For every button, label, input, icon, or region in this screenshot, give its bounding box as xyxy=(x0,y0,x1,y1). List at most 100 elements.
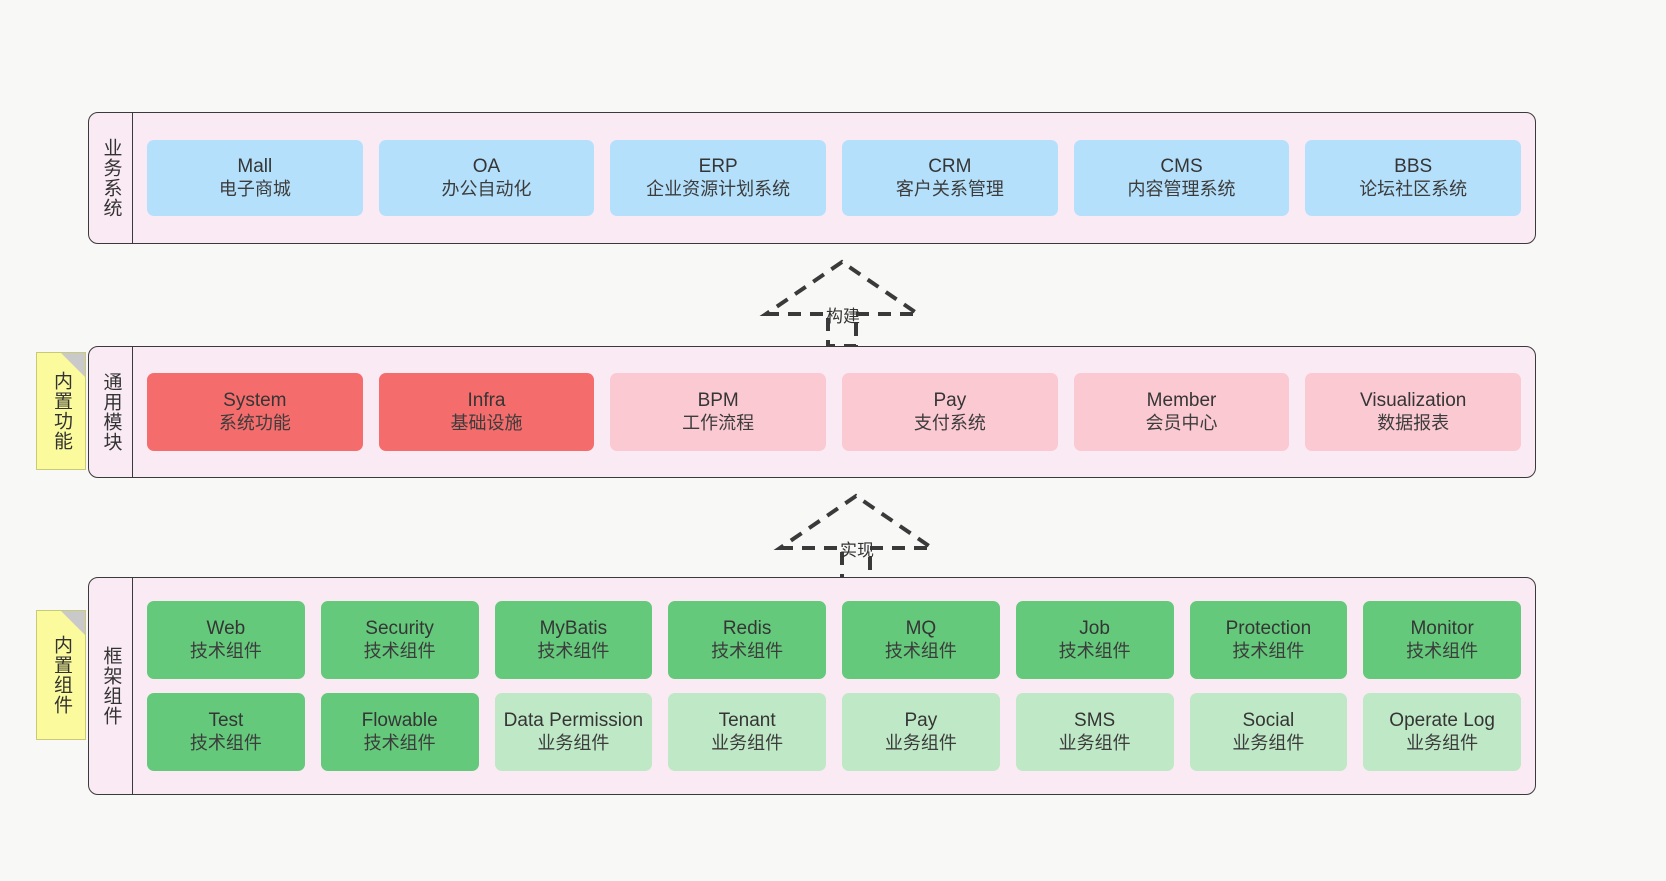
component-desc: 技术组件 xyxy=(1406,640,1479,661)
component-box-protection[interactable]: Protection 技术组件 xyxy=(1189,601,1348,679)
module-desc: 基础设施 xyxy=(450,412,523,433)
module-name: ERP xyxy=(698,156,738,178)
component-box-job[interactable]: Job 技术组件 xyxy=(1015,601,1174,679)
module-name: Mall xyxy=(237,156,273,178)
arrow-build-icon xyxy=(759,259,925,348)
arrow-implement-icon xyxy=(773,493,939,582)
module-box-mall[interactable]: Mall 电子商城 xyxy=(147,140,363,216)
note-fold-corner-icon xyxy=(61,611,85,635)
module-desc: 电子商城 xyxy=(218,178,291,199)
component-desc: 技术组件 xyxy=(363,732,436,753)
note-label: 内置组件 xyxy=(51,635,73,715)
component-desc: 业务组件 xyxy=(1058,732,1131,753)
arrow-build-label: 构建 xyxy=(826,307,860,326)
component-box-sms[interactable]: SMS 业务组件 xyxy=(1015,693,1174,771)
component-desc: 技术组件 xyxy=(363,640,436,661)
box-row: Test 技术组件 Flowable 技术组件 Data Permission … xyxy=(147,693,1521,771)
component-box-social[interactable]: Social 业务组件 xyxy=(1189,693,1348,771)
note-label: 内置功能 xyxy=(51,371,73,451)
component-desc: 业务组件 xyxy=(1406,732,1479,753)
component-desc: 技术组件 xyxy=(537,640,610,661)
component-name: Job xyxy=(1079,618,1110,640)
module-box-system[interactable]: System 系统功能 xyxy=(147,373,363,451)
component-name: Operate Log xyxy=(1389,710,1495,732)
component-name: Redis xyxy=(722,618,772,640)
layer-body-framework-component: Web 技术组件 Security 技术组件 MyBatis 技术组件 Redi… xyxy=(133,578,1535,794)
component-name: Protection xyxy=(1225,618,1312,640)
module-name: System xyxy=(223,390,287,412)
module-desc: 数据报表 xyxy=(1377,412,1450,433)
component-box-mybatis[interactable]: MyBatis 技术组件 xyxy=(494,601,653,679)
component-box-security[interactable]: Security 技术组件 xyxy=(320,601,479,679)
module-box-member[interactable]: Member 会员中心 xyxy=(1073,373,1290,451)
component-box-web[interactable]: Web 技术组件 xyxy=(147,601,305,679)
module-box-visualization[interactable]: Visualization 数据报表 xyxy=(1305,373,1522,451)
component-name: Pay xyxy=(904,710,938,732)
component-name: Data Permission xyxy=(503,710,644,732)
component-box-test[interactable]: Test 技术组件 xyxy=(147,693,305,771)
note-fold-corner-icon xyxy=(61,353,85,377)
component-name: Monitor xyxy=(1410,618,1474,640)
note-builtin-component: 内置组件 xyxy=(36,610,86,740)
module-name: Member xyxy=(1146,390,1217,412)
module-name: CRM xyxy=(928,156,972,178)
component-box-pay[interactable]: Pay 业务组件 xyxy=(842,693,1000,771)
module-desc: 论坛社区系统 xyxy=(1359,178,1468,199)
module-box-oa[interactable]: OA 办公自动化 xyxy=(378,140,595,216)
component-box-data-permission[interactable]: Data Permission 业务组件 xyxy=(494,693,653,771)
component-name: MQ xyxy=(905,618,937,640)
component-desc: 技术组件 xyxy=(1058,640,1131,661)
module-desc: 会员中心 xyxy=(1145,412,1218,433)
component-name: Flowable xyxy=(361,710,438,732)
layer-business-system: 业务系统 Mall 电子商城 OA 办公自动化 ERP 企业资源计划系统 CRM… xyxy=(88,112,1536,244)
layer-body-business-system: Mall 电子商城 OA 办公自动化 ERP 企业资源计划系统 CRM 客户关系… xyxy=(133,113,1535,243)
component-desc: 技术组件 xyxy=(711,640,784,661)
component-box-operate-log[interactable]: Operate Log 业务组件 xyxy=(1363,693,1521,771)
layer-title-framework-component: 框架组件 xyxy=(89,578,133,794)
module-box-pay[interactable]: Pay 支付系统 xyxy=(842,373,1058,451)
arrow-build: 构建 xyxy=(758,258,925,348)
module-box-infra[interactable]: Infra 基础设施 xyxy=(378,373,595,451)
component-name: Test xyxy=(208,710,244,732)
module-box-erp[interactable]: ERP 企业资源计划系统 xyxy=(610,140,827,216)
component-desc: 技术组件 xyxy=(1232,640,1305,661)
component-name: MyBatis xyxy=(539,618,608,640)
component-box-flowable[interactable]: Flowable 技术组件 xyxy=(320,693,479,771)
module-name: Pay xyxy=(933,390,967,412)
component-box-monitor[interactable]: Monitor 技术组件 xyxy=(1363,601,1521,679)
component-name: Security xyxy=(365,618,434,640)
box-row: Mall 电子商城 OA 办公自动化 ERP 企业资源计划系统 CRM 客户关系… xyxy=(147,140,1522,216)
module-box-crm[interactable]: CRM 客户关系管理 xyxy=(842,140,1058,216)
component-name: SMS xyxy=(1074,710,1116,732)
module-desc: 客户关系管理 xyxy=(895,178,1004,199)
component-box-tenant[interactable]: Tenant 业务组件 xyxy=(668,693,826,771)
layer-title-common-module: 通用模块 xyxy=(89,347,133,477)
module-name: Infra xyxy=(467,390,506,412)
component-box-redis[interactable]: Redis 技术组件 xyxy=(668,601,826,679)
module-name: OA xyxy=(472,156,501,178)
box-row: System 系统功能 Infra 基础设施 BPM 工作流程 Pay 支付系统… xyxy=(147,373,1522,451)
component-desc: 业务组件 xyxy=(884,732,957,753)
module-box-bbs[interactable]: BBS 论坛社区系统 xyxy=(1305,140,1522,216)
module-desc: 企业资源计划系统 xyxy=(646,178,791,199)
component-box-mq[interactable]: MQ 技术组件 xyxy=(842,601,1000,679)
component-name: Social xyxy=(1242,710,1295,732)
layer-common-module: 通用模块 System 系统功能 Infra 基础设施 BPM 工作流程 Pay… xyxy=(88,346,1536,478)
arrow-implement-label: 实现 xyxy=(840,541,874,560)
layer-framework-component: 框架组件 Web 技术组件 Security 技术组件 MyBatis 技术组件… xyxy=(88,577,1536,795)
module-name: BPM xyxy=(697,390,739,412)
component-desc: 技术组件 xyxy=(189,640,262,661)
module-desc: 支付系统 xyxy=(913,412,986,433)
layer-body-common-module: System 系统功能 Infra 基础设施 BPM 工作流程 Pay 支付系统… xyxy=(133,347,1535,477)
module-name: CMS xyxy=(1160,156,1203,178)
note-builtin-feature: 内置功能 xyxy=(36,352,86,470)
module-box-cms[interactable]: CMS 内容管理系统 xyxy=(1073,140,1290,216)
arrow-implement: 实现 xyxy=(772,492,939,582)
module-name: BBS xyxy=(1394,156,1433,178)
module-box-bpm[interactable]: BPM 工作流程 xyxy=(610,373,827,451)
component-desc: 业务组件 xyxy=(537,732,610,753)
module-name: Visualization xyxy=(1360,390,1467,412)
module-desc: 办公自动化 xyxy=(441,178,532,199)
box-row: Web 技术组件 Security 技术组件 MyBatis 技术组件 Redi… xyxy=(147,601,1521,679)
